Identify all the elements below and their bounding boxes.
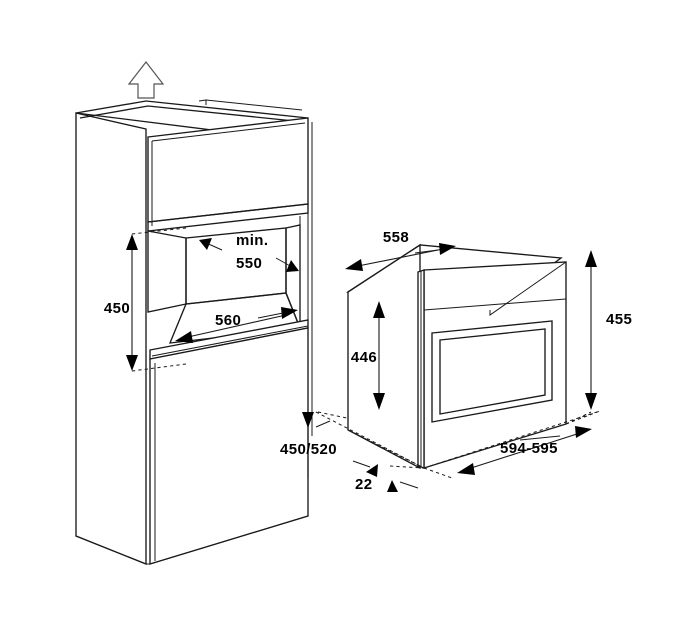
cabinet-upper-door-inner-edge (151, 122, 306, 142)
cabinet-depth-leader (315, 420, 331, 428)
niche-depth-min-prefix-label: min. (236, 232, 268, 249)
niche-width-dim-line (187, 314, 287, 338)
door-protrusion-label: 22 (355, 476, 373, 493)
front-width-label: 594-595 (500, 440, 558, 457)
appliance-view: 558 446 455 (315, 229, 632, 493)
niche-height-arrow-down (126, 355, 138, 371)
cabinet-depth-arrow-down (302, 412, 314, 428)
appliance-door-glass-inner (439, 328, 546, 415)
cabinet-depth-label: 450/520 (280, 441, 337, 458)
appliance-top-front-edge (489, 261, 567, 316)
front-height-arrow-up (585, 250, 597, 267)
depth-top-dim-line (357, 248, 444, 267)
front-width-leader (519, 435, 561, 441)
niche-height-arrow-up (126, 234, 138, 250)
dimension-niche-width: 560 (175, 307, 298, 343)
niche-width-arrow-right (281, 307, 298, 319)
front-height-arrow-down (585, 393, 597, 410)
niche-width-leader (257, 312, 284, 319)
front-width-arrow-left (457, 463, 475, 475)
dimension-appliance-body-height: 446 (351, 301, 385, 410)
front-width-ext-left (423, 467, 453, 479)
niche-back-left-wall (147, 230, 187, 313)
niche-depth-arrow-left (199, 238, 212, 250)
door-protrusion-leader-left (352, 460, 371, 468)
dimension-door-protrusion: 22 (352, 460, 425, 493)
appliance-left-side-panel (347, 243, 421, 470)
dimension-appliance-depth-top: 558 (345, 229, 456, 271)
niche-height-label: 450 (104, 300, 130, 317)
appliance-door-glass-outer (431, 320, 553, 423)
appliance-base-construction-right (423, 410, 601, 469)
dimension-niche-depth-min: min. 550 (199, 232, 299, 272)
depth-top-arrow-left (345, 259, 363, 271)
appliance-base-construction-left (315, 411, 425, 469)
dimension-appliance-front-height: 455 (565, 250, 632, 425)
dimension-appliance-front-width: 594-595 (423, 410, 601, 479)
dimension-niche-height: 450 (104, 227, 187, 372)
niche-top-plate (147, 203, 309, 232)
body-height-arrow-down (373, 393, 385, 410)
body-height-arrow-up (373, 301, 385, 318)
niche-height-ext-bottom (131, 363, 187, 372)
up-arrow-icon (127, 61, 165, 99)
cabinet-left-side-panel (75, 112, 147, 565)
door-protrusion-arrow-left (366, 464, 378, 477)
front-height-label: 455 (606, 311, 632, 328)
depth-top-arrow-right (439, 243, 456, 255)
door-protrusion-ext-line (389, 465, 425, 469)
door-protrusion-arrow-right (387, 480, 398, 492)
niche-depth-arrow-right (286, 260, 299, 272)
cabinet-top-tab-edge (205, 99, 303, 111)
door-protrusion-leader-right (399, 481, 419, 489)
appliance-base-construction-back (347, 429, 425, 469)
body-height-label: 446 (351, 349, 377, 366)
depth-top-label: 558 (383, 229, 409, 246)
cabinet-lower-door-top-sliver-2 (151, 325, 309, 357)
cabinet-top-tab (198, 99, 207, 105)
cabinet-housing-view: 450 min. 550 560 (75, 61, 381, 565)
dimension-cabinet-depth: 450/520 (280, 411, 381, 478)
front-width-arrow-right (575, 426, 592, 438)
niche-width-arrow-left (175, 331, 193, 343)
cabinet-bottom-left-edge (75, 535, 147, 565)
niche-depth-min-value-label: 550 (236, 255, 262, 272)
depth-top-leader (414, 249, 439, 254)
niche-height-ext-top (131, 227, 187, 235)
appliance-control-panel-divider (423, 298, 567, 311)
front-width-dim-line (467, 432, 581, 470)
cabinet-bottom-right-edge (149, 515, 309, 565)
niche-width-label: 560 (215, 312, 241, 329)
